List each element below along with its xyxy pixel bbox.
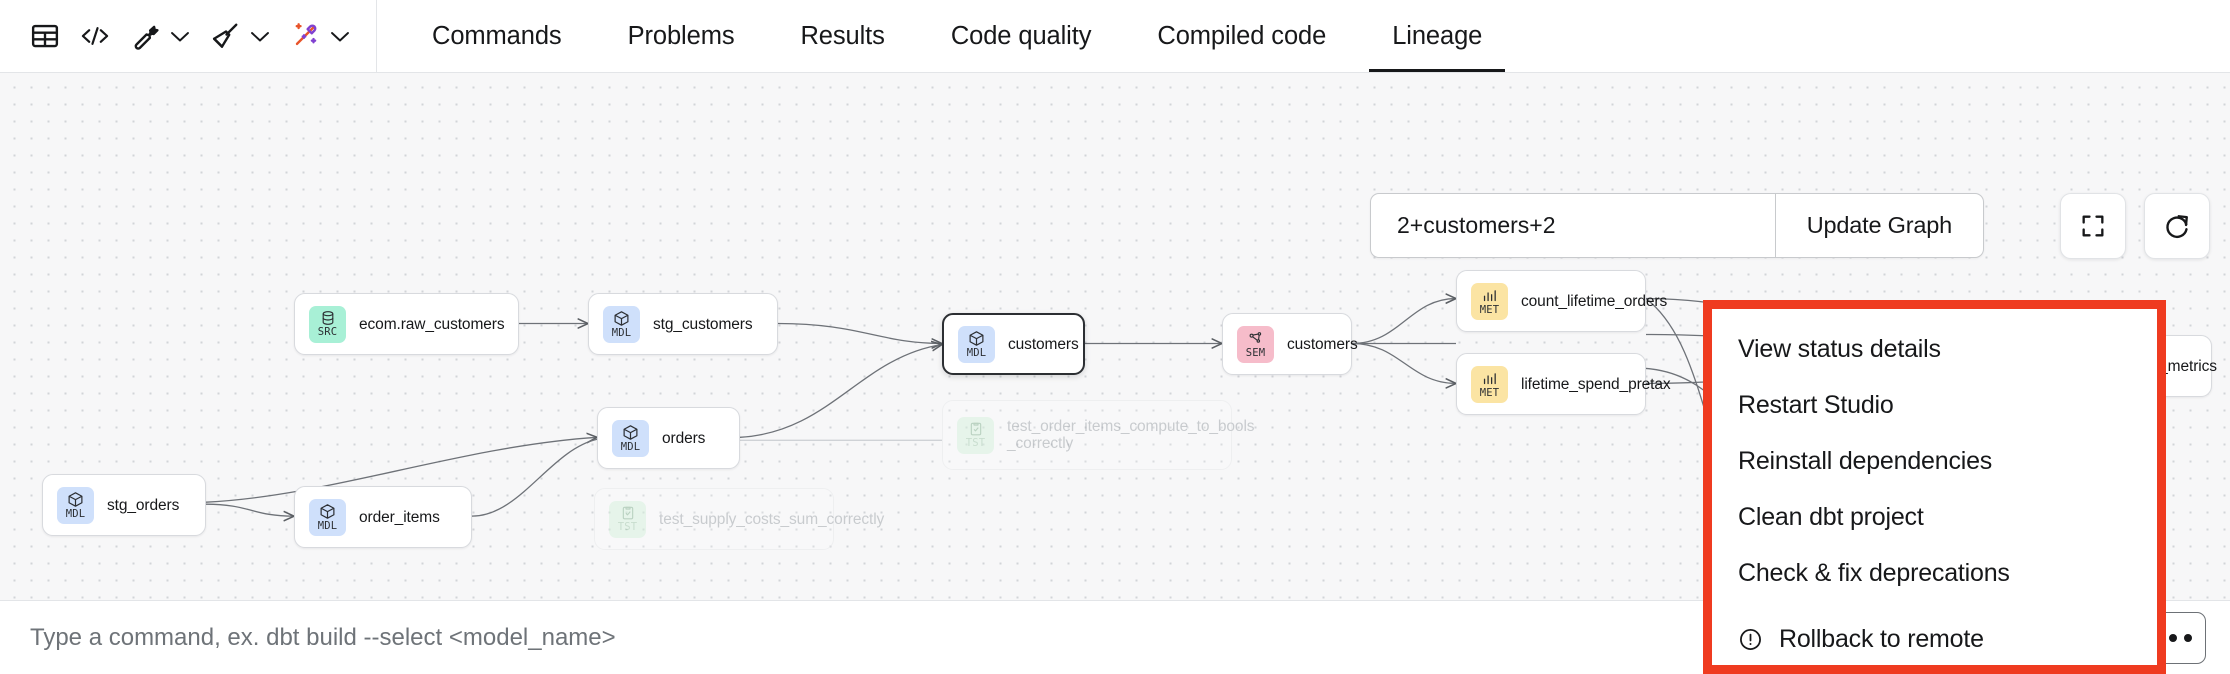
lineage-search-input[interactable] bbox=[1371, 194, 1775, 257]
menu-item-label: Clean dbt project bbox=[1738, 502, 1924, 531]
menu-item-reinstall-dependencies[interactable]: Reinstall dependencies bbox=[1712, 433, 2157, 489]
tab-label: Lineage bbox=[1392, 21, 1483, 50]
lineage-node-order-items[interactable]: MDL order_items bbox=[294, 486, 472, 548]
node-label: stg_customers bbox=[653, 315, 753, 333]
metric-badge-icon: MET bbox=[1471, 282, 1508, 320]
lineage-node-customers-model[interactable]: MDL customers bbox=[942, 313, 1085, 375]
node-label: customers bbox=[1008, 335, 1079, 353]
lineage-node-stg-orders[interactable]: MDL stg_orders bbox=[42, 474, 206, 536]
test-badge-icon: TST bbox=[609, 500, 646, 538]
lineage-node-test-supply-costs[interactable]: TST test_supply_costs_sum_correctly bbox=[594, 488, 884, 550]
fullscreen-icon[interactable] bbox=[2060, 193, 2126, 259]
tab-label: Code quality bbox=[950, 21, 1092, 50]
menu-item-label: Rollback to remote bbox=[1779, 624, 1984, 653]
lineage-node-stg-customers[interactable]: MDL stg_customers bbox=[588, 293, 778, 355]
node-label: order_items bbox=[359, 508, 440, 526]
model-badge-icon: MDL bbox=[958, 325, 995, 363]
node-label: test_order_items_compute_to_bools _corre… bbox=[1007, 418, 1255, 452]
semantic-model-badge-icon: SEM bbox=[1237, 325, 1274, 363]
alert-circle-icon bbox=[1738, 627, 1763, 652]
node-label: orders bbox=[662, 429, 706, 447]
panel-tabs: Commands Problems Results Code quality C… bbox=[399, 0, 1515, 72]
menu-item-view-status-details[interactable]: View status details bbox=[1712, 321, 2157, 377]
node-label: lifetime_spend_pretax bbox=[1521, 375, 1671, 393]
node-label: stg_orders bbox=[107, 496, 180, 514]
menu-item-label: View status details bbox=[1738, 334, 1941, 363]
lineage-node-test-order-items[interactable]: TST test_order_items_compute_to_bools _c… bbox=[942, 400, 1255, 470]
ellipsis-icon bbox=[2184, 633, 2192, 642]
refresh-icon[interactable] bbox=[2144, 193, 2210, 259]
tab-problems[interactable]: Problems bbox=[595, 0, 768, 72]
code-view-icon[interactable] bbox=[72, 13, 118, 59]
tab-label: Results bbox=[800, 21, 885, 50]
ellipsis-icon bbox=[2169, 633, 2177, 642]
toolbar-divider bbox=[376, 0, 377, 72]
tab-commands[interactable]: Commands bbox=[399, 0, 595, 72]
test-badge-icon: TST bbox=[957, 416, 994, 454]
source-badge-icon: SRC bbox=[309, 305, 346, 343]
broom-icon[interactable] bbox=[202, 13, 248, 59]
tab-results[interactable]: Results bbox=[767, 0, 917, 72]
tab-label: Commands bbox=[432, 21, 562, 50]
lineage-search-bar: Update Graph bbox=[1370, 193, 1984, 258]
command-input[interactable] bbox=[30, 623, 1848, 652]
model-badge-icon: MDL bbox=[612, 419, 649, 457]
tab-lineage[interactable]: Lineage bbox=[1359, 0, 1515, 72]
wrench-chevron-down-icon[interactable] bbox=[166, 14, 194, 58]
node-label: count_lifetime_orders bbox=[1521, 292, 1668, 310]
lineage-node-orders[interactable]: MDL orders bbox=[597, 407, 740, 469]
menu-item-label: Reinstall dependencies bbox=[1738, 446, 1993, 475]
lineage-node-lifetime-spend-pretax[interactable]: MET lifetime_spend_pretax bbox=[1456, 353, 1671, 415]
node-label: ecom.raw_customers bbox=[359, 315, 505, 333]
model-badge-icon: MDL bbox=[57, 486, 94, 524]
context-menu-highlight: View status details Restart Studio Reins… bbox=[1703, 300, 2166, 674]
top-toolbar: Commands Problems Results Code quality C… bbox=[0, 0, 2230, 73]
update-graph-button[interactable]: Update Graph bbox=[1774, 194, 1983, 257]
magic-wand-chevron-down-icon[interactable] bbox=[326, 14, 354, 58]
menu-item-check-fix-deprecations[interactable]: Check & fix deprecations bbox=[1712, 545, 2157, 601]
magic-wand-icon[interactable] bbox=[282, 13, 328, 59]
model-badge-icon: MDL bbox=[309, 498, 346, 536]
lineage-node-count-lifetime-orders[interactable]: MET count_lifetime_orders bbox=[1456, 270, 1667, 332]
editor-tool-group bbox=[0, 0, 358, 72]
tab-label: Compiled code bbox=[1157, 21, 1327, 50]
tab-code-quality[interactable]: Code quality bbox=[918, 0, 1125, 72]
tab-label: Problems bbox=[627, 21, 735, 50]
table-view-icon[interactable] bbox=[22, 13, 68, 59]
menu-item-rollback-to-remote[interactable]: Rollback to remote bbox=[1712, 611, 2157, 667]
tab-compiled-code[interactable]: Compiled code bbox=[1124, 0, 1359, 72]
menu-item-restart-studio[interactable]: Restart Studio bbox=[1712, 377, 2157, 433]
model-badge-icon: MDL bbox=[603, 305, 640, 343]
wrench-icon[interactable] bbox=[122, 13, 168, 59]
menu-item-clean-dbt-project[interactable]: Clean dbt project bbox=[1712, 489, 2157, 545]
lineage-node-customers-semantic[interactable]: SEM customers bbox=[1222, 313, 1358, 375]
lineage-node-ecom-raw-customers[interactable]: SRC ecom.raw_customers bbox=[294, 293, 519, 355]
canvas-controls bbox=[2060, 193, 2210, 259]
metric-badge-icon: MET bbox=[1471, 365, 1508, 403]
node-label: test_supply_costs_sum_correctly bbox=[659, 510, 885, 528]
node-label: customers bbox=[1287, 335, 1358, 353]
studio-status-context-menu: View status details Restart Studio Reins… bbox=[1712, 309, 2157, 665]
menu-item-label: Check & fix deprecations bbox=[1738, 558, 2010, 587]
menu-item-label: Restart Studio bbox=[1738, 390, 1894, 419]
broom-chevron-down-icon[interactable] bbox=[246, 14, 274, 58]
